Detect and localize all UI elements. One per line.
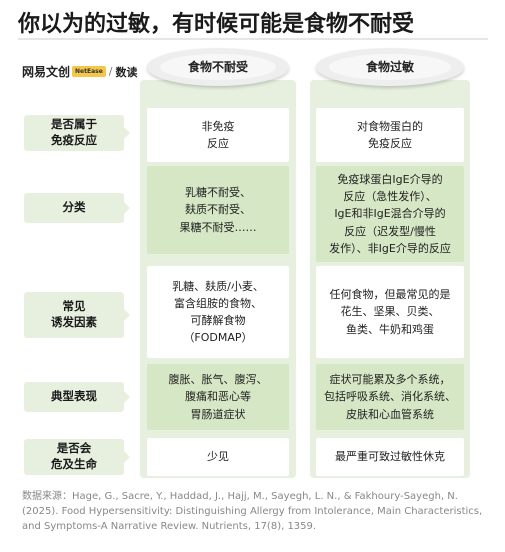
cell-allergy-life-threatening: 最严重可致过敏性休克 [316,438,464,476]
page-title: 你以为的过敏，有时候可能是食物不耐受 [18,12,415,37]
brand-subtitle: 数读 [115,65,138,79]
row-label-triggers: 常见诱发因素 [24,292,130,338]
row-label-life-threatening: 是否会危及生命 [24,439,130,475]
brand-separator: / [108,65,113,78]
brand: 网易文创 NetEase / 数读 [22,63,137,80]
brand-badge: NetEase [72,66,106,77]
plate-icon: 食物过敏 [316,48,464,86]
cell-intolerance-symptoms: 腹胀、胀气、腹泻、腹痛和恶心等胃肠道症状 [147,364,289,430]
row-label-immune: 是否属于免疫反应 [24,115,130,151]
cell-allergy-triggers: 任何食物，但最常见的是花生、坚果、贝类、鱼类、牛奶和鸡蛋 [316,266,464,358]
cell-intolerance-immune: 非免疫反应 [147,108,289,162]
brand-logo: 网易文创 [22,65,71,79]
cell-intolerance-life-threatening: 少见 [147,438,289,476]
title-divider [18,38,488,40]
cell-intolerance-category: 乳糖不耐受、麸质不耐受、果糖不耐受…… [147,166,289,254]
column-header-intolerance: 食物不耐受 [159,54,277,80]
source-citation: 数据来源：Hage, G., Sacre, Y., Haddad, J., Ha… [22,491,483,532]
cell-intolerance-triggers: 乳糖、麸质/小麦、富含组胺的食物、可酵解食物（FODMAP） [147,266,289,358]
cell-allergy-category: 免疫球蛋白IgE介导的反应（急性发作）、IgE和非IgE混合介导的反应（迟发型/… [316,166,464,262]
cell-allergy-immune: 对食物蛋白的免疫反应 [316,108,464,162]
row-label-category: 分类 [24,193,130,223]
column-header-allergy: 食物过敏 [329,54,451,80]
cell-allergy-symptoms: 症状可能累及多个系统，包括呼吸系统、消化系统、皮肤和心血管系统 [316,364,464,430]
title-bar: 你以为的过敏，有时候可能是食物不耐受 [0,0,505,40]
plate-icon: 食物不耐受 [147,48,289,86]
row-label-symptoms: 典型表现 [24,382,130,412]
